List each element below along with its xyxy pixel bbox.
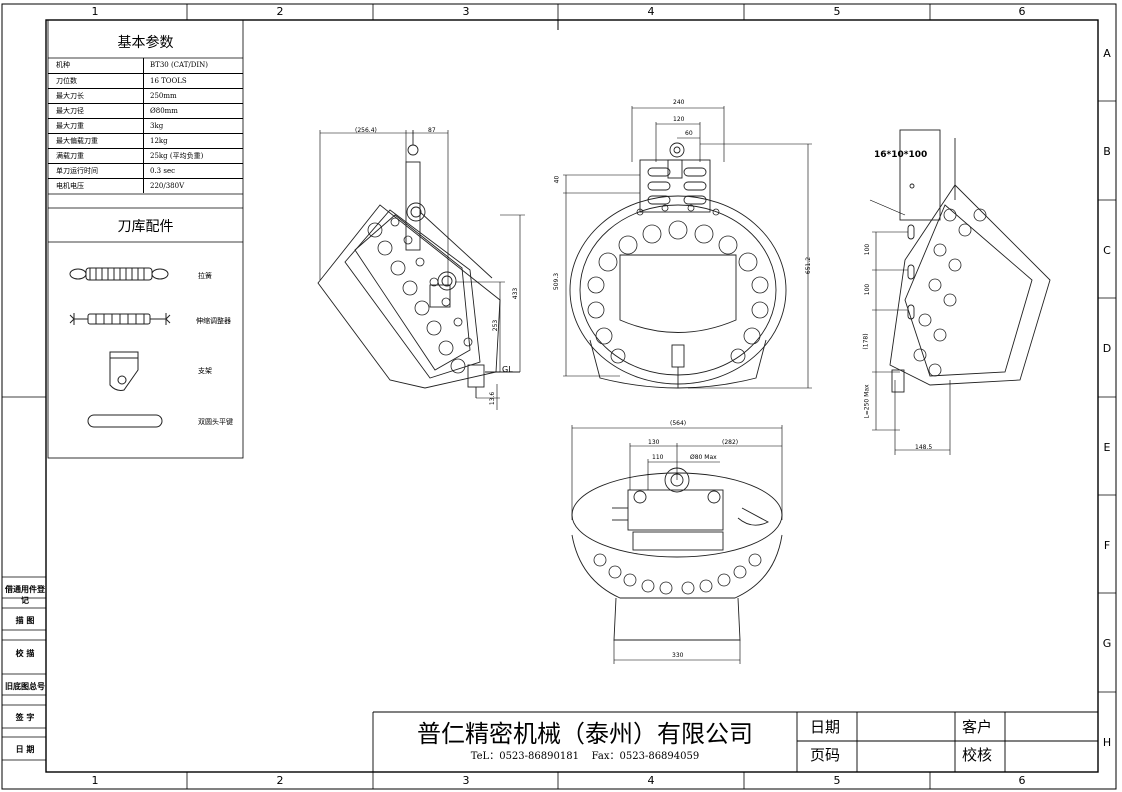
column-label: 3: [462, 5, 470, 18]
dimension-label: 110: [652, 454, 664, 461]
company-contact: TeL：0523-86890181 Fax：0523-86894059: [470, 751, 700, 762]
params-title: 基本参数: [117, 35, 174, 51]
turnbuckle-icon: [69, 313, 171, 325]
side-panel-label: 日 期: [15, 744, 35, 754]
front-view: [569, 142, 787, 389]
column-label: 3: [462, 774, 470, 787]
param-value: 220/380V: [150, 181, 185, 190]
page-label: 页码: [810, 746, 841, 764]
check-label: 校核: [962, 746, 993, 764]
dimension-label: 60: [685, 130, 693, 137]
dimension-label: 40: [553, 175, 561, 184]
param-value: 3kg: [143, 118, 243, 134]
side-view-right: [889, 129, 1051, 393]
side-panel-label: 签 字: [15, 712, 35, 722]
side-panel-label: 校 描: [15, 648, 35, 658]
dimension-label: 240: [673, 99, 685, 106]
company-name: 普仁精密机械（泰州）有限公司: [417, 720, 753, 748]
column-label: 6: [1018, 5, 1026, 18]
tension-spring-icon: [69, 267, 169, 281]
front-view-dims: [563, 106, 812, 389]
param-value: 250mm: [143, 88, 243, 104]
row-label: F: [1103, 539, 1111, 552]
side-view-left-dims: [319, 130, 525, 410]
dimension-label: (282): [722, 439, 739, 446]
dimension-label: 130: [648, 439, 660, 446]
date-label: 日期: [810, 718, 841, 736]
dimension-label: 87: [428, 127, 436, 134]
param-value: 0.3 sec: [143, 163, 243, 179]
dimension-label: 148.5: [915, 444, 933, 451]
param-value: 12kg: [143, 133, 243, 149]
side-panel-label: 旧底图总号: [5, 681, 45, 691]
param-label: 电机电压: [48, 178, 144, 193]
bottom-view-dims: [571, 425, 783, 664]
row-label: G: [1102, 637, 1112, 650]
side-panel-label: 描 图: [15, 615, 35, 625]
column-label: 5: [833, 5, 841, 18]
dimension-label: Ø80 Max: [690, 454, 717, 461]
column-label: 4: [647, 774, 655, 787]
row-label: C: [1103, 244, 1111, 257]
row-label: A: [1103, 47, 1111, 60]
dimension-label: 120: [673, 116, 685, 123]
param-label: 机种: [48, 58, 144, 74]
dimension-label: (178): [862, 333, 870, 350]
bracket-icon: [109, 351, 139, 391]
row-label: D: [1102, 342, 1112, 355]
param-label: 刀位数: [48, 73, 144, 89]
param-label: 最大刀长: [48, 88, 144, 104]
bottom-view: [571, 467, 783, 641]
dimension-label: 651.2: [805, 256, 813, 275]
accessory-label: 双圆头平键: [198, 418, 233, 426]
column-label: 4: [647, 5, 655, 18]
side-view-left: [317, 130, 520, 398]
dimension-label: 509.3: [553, 272, 561, 291]
param-label: 最大偏载刀重: [48, 133, 144, 149]
dimension-label: 13.6: [489, 391, 497, 406]
dimension-label: GL: [502, 365, 513, 374]
dimension-label: 330: [672, 652, 684, 659]
row-label: E: [1103, 441, 1111, 454]
row-label: B: [1103, 145, 1111, 158]
column-label: 6: [1018, 774, 1026, 787]
side-view-right-dims: [869, 199, 951, 455]
param-value: Ø80mm: [143, 103, 243, 119]
dimension-label: (256.4): [355, 127, 377, 134]
param-value: 16 TOOLS: [143, 73, 243, 89]
column-label: 2: [276, 5, 284, 18]
side-panel-label: 借通用件登记: [5, 584, 45, 605]
column-label: 5: [833, 774, 841, 787]
param-label: 满载刀重: [48, 148, 144, 164]
accessory-label: 拉簧: [198, 272, 212, 280]
dimension-label: 433: [512, 287, 520, 300]
param-value: BT30 (CAT/DIN): [143, 58, 243, 74]
param-label: 最大刀径: [48, 103, 144, 119]
column-label: 1: [91, 774, 99, 787]
param-label: 单刀运行时间: [48, 163, 144, 179]
column-label: 2: [276, 774, 284, 787]
row-label: H: [1102, 736, 1112, 749]
dimension-label: (564): [670, 420, 687, 427]
customer-label: 客户: [962, 718, 993, 736]
dimension-label: 16*10*100: [874, 150, 928, 160]
accessory-label: 支架: [198, 367, 212, 375]
accessories-icons: [69, 267, 171, 428]
dimension-label: 100: [864, 243, 872, 256]
accessories-title: 刀库配件: [117, 219, 174, 235]
dimension-label: L=250 Max: [863, 384, 871, 419]
param-label: 最大刀重: [48, 118, 144, 134]
column-label: 1: [91, 5, 99, 18]
key-icon: [87, 414, 163, 428]
dimension-label: 100: [864, 283, 872, 296]
param-value: 25kg (平均负重): [143, 148, 243, 164]
dimension-label: 253: [492, 319, 500, 332]
accessory-label: 伸缩调整器: [196, 317, 231, 325]
